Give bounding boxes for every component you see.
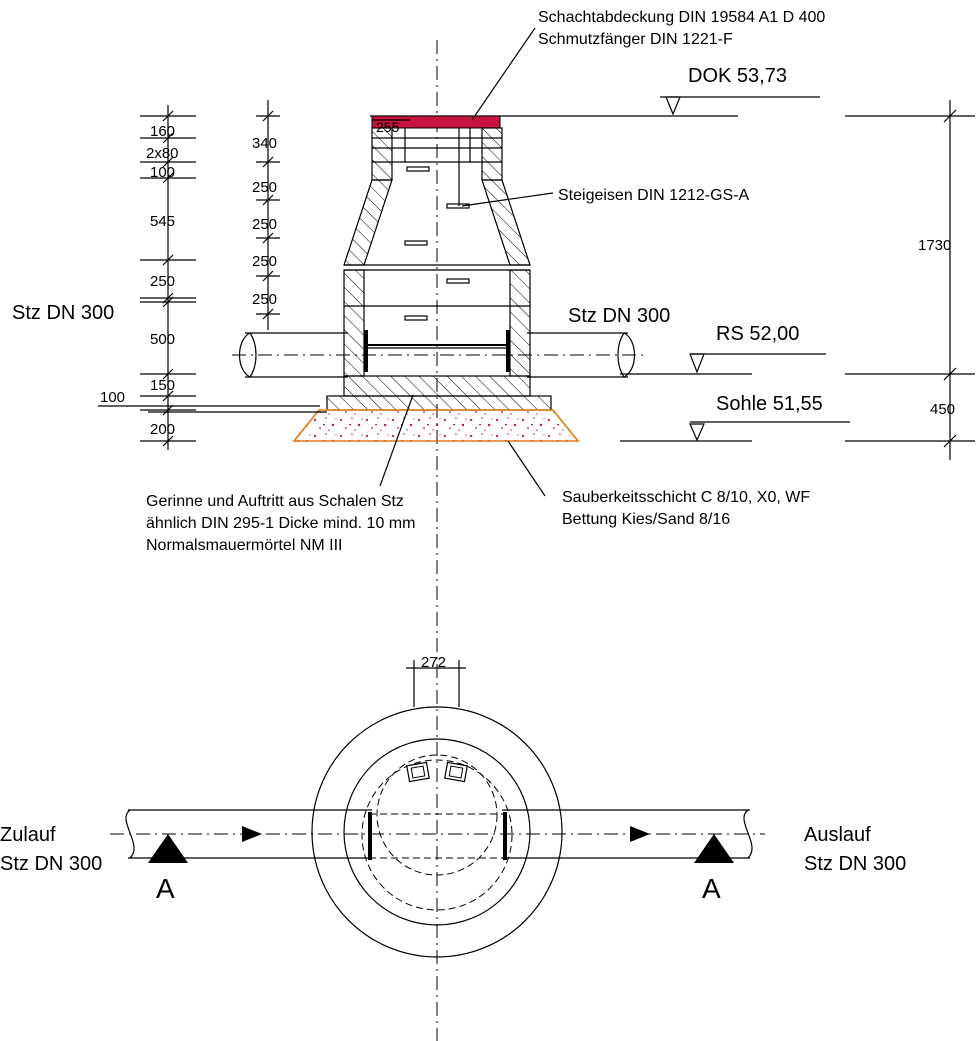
label-zulauf-pipe: Stz DN 300	[0, 853, 102, 875]
dim-left-250: 250	[150, 273, 175, 290]
label-cover-line1: Schachtabdeckung DIN 19584 A1 D 400	[538, 9, 825, 26]
shaft-section	[292, 115, 580, 442]
label-auslauf: Auslauf	[804, 824, 871, 846]
plan-step-irons	[406, 761, 468, 783]
label-auslauf-pipe: Stz DN 300	[804, 853, 906, 875]
label-sohle: Sohle 51,55	[716, 393, 823, 415]
section-label-right: A	[702, 873, 721, 904]
dim-mid-250d: 250	[252, 291, 277, 308]
dim-plan-272: 272	[421, 654, 446, 671]
dim-left-545: 545	[150, 213, 175, 230]
section-label-left: A	[156, 873, 175, 904]
dim-left-200: 200	[150, 421, 175, 438]
flow-arrow-in	[242, 826, 262, 842]
dim-mid-250b: 250	[252, 216, 277, 233]
bedding-layer	[292, 409, 580, 442]
label-sauber-line1: Sauberkeitsschicht C 8/10, X0, WF	[562, 489, 810, 506]
step-irons	[404, 166, 470, 321]
section-marker-right	[694, 834, 734, 863]
dimension-chain-right	[943, 100, 957, 460]
dim-top-255: 255	[376, 119, 400, 135]
pipe-elevation	[232, 332, 645, 378]
label-rs: RS 52,00	[716, 323, 799, 345]
dim-mid-250c: 250	[252, 253, 277, 270]
label-steigeisen: Steigeisen DIN 1212-GS-A	[558, 187, 750, 204]
dim-mid-340: 340	[252, 135, 277, 152]
label-gerinne-line1: Gerinne und Auftritt aus Schalen Stz	[146, 493, 404, 510]
label-stz-left: Stz DN 300	[12, 302, 114, 324]
dim-mid-250a: 250	[252, 179, 277, 196]
label-gerinne-line3: Normalsmauermörtel NM III	[146, 537, 342, 554]
label-sauber-line2: Bettung Kies/Sand 8/16	[562, 511, 730, 528]
dim-right-1730: 1730	[918, 237, 951, 254]
label-stz-right: Stz DN 300	[568, 305, 670, 327]
label-zulauf: Zulauf	[0, 824, 56, 846]
dim-left-2x80: 2x80	[146, 145, 179, 162]
dimension-chain-left	[140, 100, 280, 450]
dim-left-100a: 100	[150, 164, 175, 181]
label-gerinne-line2: ähnlich DIN 295-1 Dicke mind. 10 mm	[146, 515, 415, 532]
dim-left-100b: 100	[100, 389, 125, 406]
dim-right-450: 450	[930, 401, 955, 418]
dim-left-150: 150	[150, 377, 175, 394]
section-marker-left	[148, 834, 188, 863]
plan-view	[110, 660, 765, 958]
label-cover-line2: Schmutzfänger DIN 1221-F	[538, 31, 733, 48]
label-dok: DOK 53,73	[688, 65, 787, 87]
flow-arrow-out	[630, 826, 650, 842]
leader-lines	[98, 27, 554, 497]
dim-left-160: 160	[150, 123, 175, 140]
manhole-cover	[371, 115, 501, 129]
dim-left-500: 500	[150, 331, 175, 348]
